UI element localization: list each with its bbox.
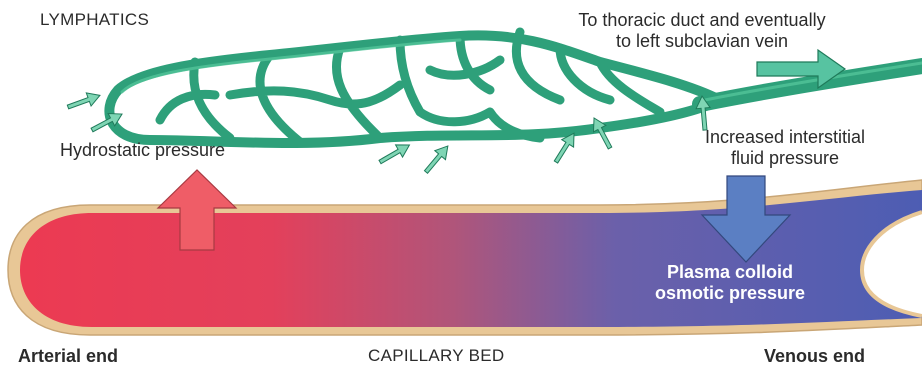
capillary-bed xyxy=(8,180,922,335)
plasma-colloid-line-2: osmotic pressure xyxy=(610,283,850,304)
plasma-colloid-line-1: Plasma colloid xyxy=(610,262,850,283)
hydrostatic-pressure-label: Hydrostatic pressure xyxy=(60,140,225,161)
plasma-colloid-label: Plasma colloid osmotic pressure xyxy=(610,262,850,304)
thoracic-duct-line-1: To thoracic duct and eventually xyxy=(482,10,922,31)
interstitial-pressure-label: Increased interstitial fluid pressure xyxy=(648,127,922,169)
arterial-end-label: Arterial end xyxy=(18,346,118,367)
interstitial-pressure-line-2: fluid pressure xyxy=(648,148,922,169)
venous-end-label: Venous end xyxy=(764,346,865,367)
thoracic-duct-line-2: to left subclavian vein xyxy=(482,31,922,52)
thoracic-duct-label: To thoracic duct and eventually to left … xyxy=(482,10,922,52)
lymphatics-label: LYMPHATICS xyxy=(40,10,149,30)
interstitial-pressure-line-1: Increased interstitial xyxy=(648,127,922,148)
capillary-bed-label: CAPILLARY BED xyxy=(368,346,505,366)
